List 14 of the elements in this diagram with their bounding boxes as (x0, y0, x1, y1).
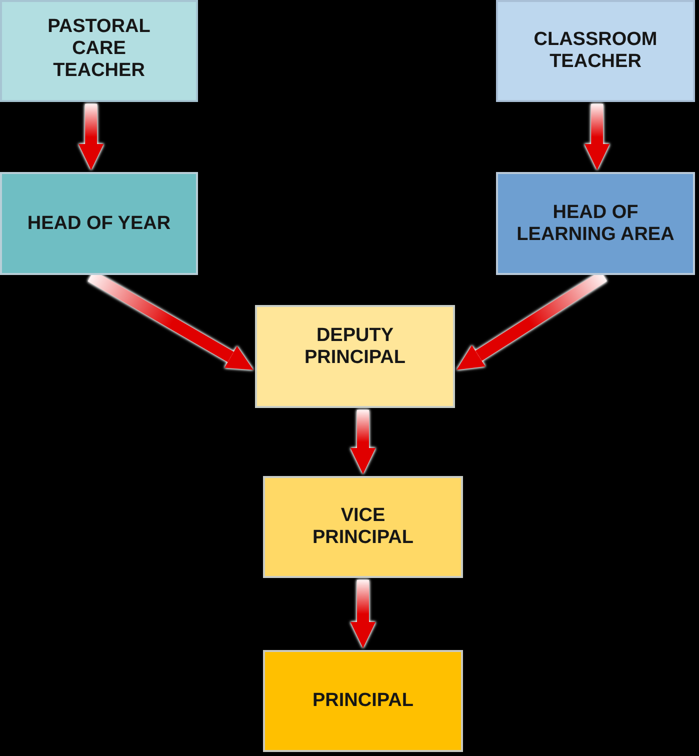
role-title: DEPUTY PRINCIPAL (304, 324, 406, 368)
role-title: PASTORAL CARE TEACHER (46, 16, 152, 82)
role-title: VICE PRINCIPAL (312, 505, 414, 549)
role-box (263, 650, 463, 752)
role-title: PRINCIPAL (312, 690, 414, 712)
role-box (255, 305, 455, 408)
role-box (496, 172, 695, 275)
role-title: HEAD OF YEAR (26, 212, 172, 234)
role-box (0, 172, 198, 275)
role-title: CLASSROOM TEACHER (532, 29, 658, 73)
role-box (0, 0, 198, 102)
role-title: HEAD OF LEARNING AREA (516, 202, 676, 246)
role-box (496, 0, 695, 102)
role-box (263, 476, 463, 578)
